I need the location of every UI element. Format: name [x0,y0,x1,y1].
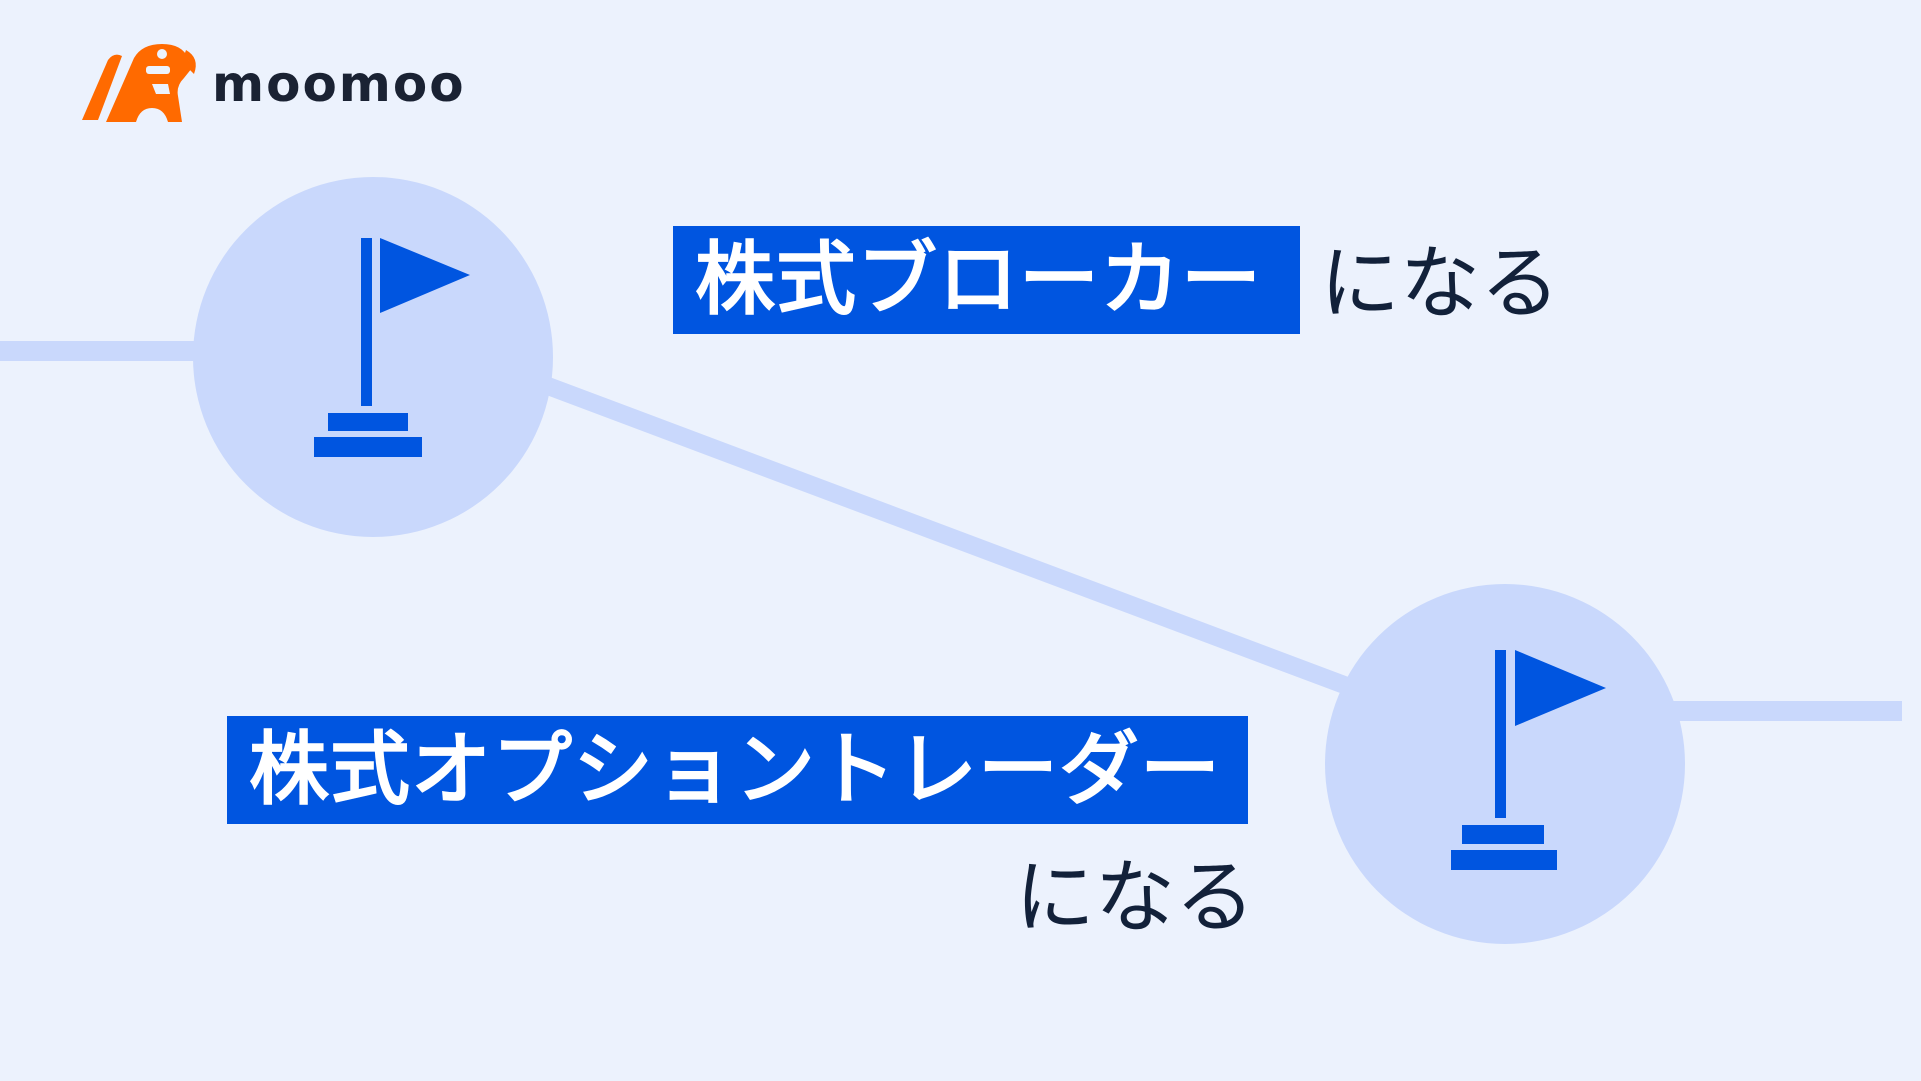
path-line-diagonal [536,374,1359,698]
milestone-2-highlight: 株式オプショントレーダー [227,716,1248,824]
milestone-1-suffix: になる [1320,237,1560,330]
flag-icon [1451,650,1606,870]
milestone-node-1 [193,177,553,537]
moomoo-logo: moomoo [72,38,466,128]
flag-icon [314,238,470,457]
node-circle [193,177,553,537]
milestone-1-highlight: 株式ブローカー [673,226,1300,334]
milestone-node-2 [1325,584,1685,944]
milestone-2-suffix: になる [1015,851,1255,944]
logo-wordmark: moomoo [212,55,466,113]
moomoo-mascot-icon [82,44,196,122]
